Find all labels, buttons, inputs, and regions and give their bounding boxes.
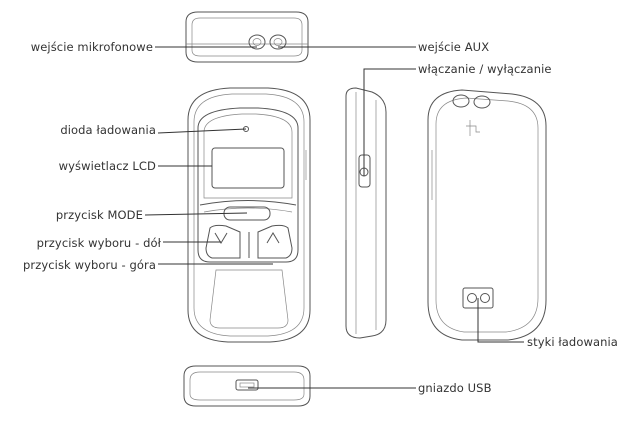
label-usb-port: gniazdo USB xyxy=(418,381,492,395)
leader-lines xyxy=(144,46,524,389)
device-side-view xyxy=(345,87,387,339)
label-select-down-button: przycisk wyboru - dół xyxy=(36,236,161,250)
label-lcd-display: wyświetlacz LCD xyxy=(58,159,156,173)
label-microphone-input: wejście mikrofonowe xyxy=(30,40,153,54)
label-charging-contacts: styki ładowania xyxy=(527,335,618,349)
chevron-up-icon xyxy=(266,232,280,244)
device-bottom-view xyxy=(183,365,311,407)
label-power-switch: włączanie / wyłączanie xyxy=(418,62,552,76)
label-charging-led: dioda ładowania xyxy=(60,123,156,137)
device-back-view xyxy=(427,89,547,341)
chevron-down-icon xyxy=(214,232,228,244)
aux-jack-icon xyxy=(269,34,287,50)
label-mode-button: przycisk MODE xyxy=(55,208,143,222)
label-select-up-button: przycisk wyboru - góra xyxy=(22,258,156,272)
label-aux-input: wejście AUX xyxy=(418,40,490,54)
device-front-view xyxy=(187,87,311,343)
usb-port-icon xyxy=(235,379,259,391)
device-top-view xyxy=(185,11,309,63)
lcd-display-icon xyxy=(211,147,285,189)
microphone-jack-icon xyxy=(248,34,266,50)
